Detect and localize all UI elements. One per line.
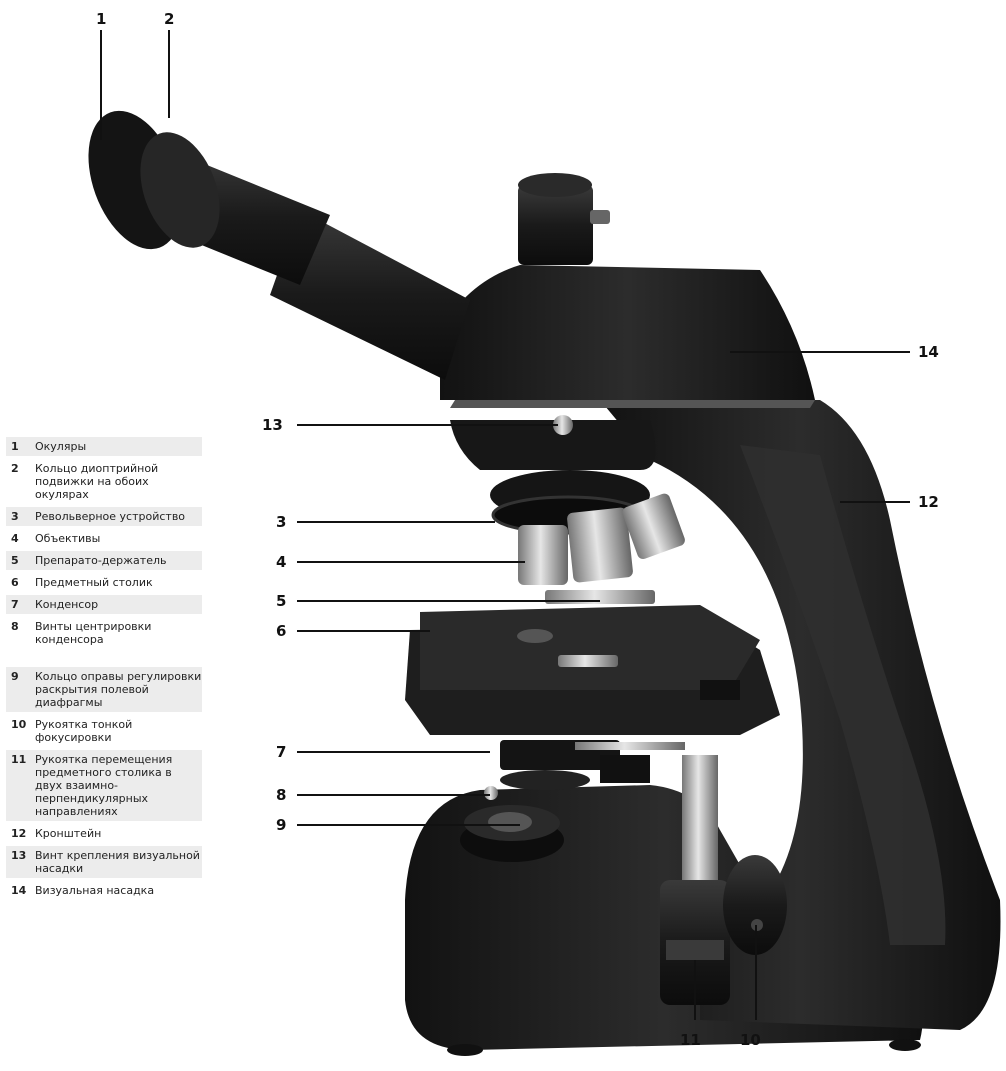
callout-10: 10: [740, 1031, 761, 1049]
legend-number: 10: [11, 718, 35, 731]
legend-item-2: 2Кольцо диоптрийной подвижки на обоих ок…: [6, 459, 202, 504]
legend-number: 7: [11, 598, 35, 611]
legend-item-10: 10Рукоятка тонкой фокусировки: [6, 715, 202, 747]
legend-item-12: 12Кронштейн: [6, 824, 202, 843]
callout-3: 3: [276, 513, 286, 531]
legend-text: Кольцо диоптрийной подвижки на обоих оку…: [35, 462, 202, 501]
legend-number: 5: [11, 554, 35, 567]
legend-number: 14: [11, 884, 35, 897]
legend-number: 8: [11, 620, 35, 633]
callout-5: 5: [276, 592, 286, 610]
callout-14: 14: [918, 343, 939, 361]
callout-12: 12: [918, 493, 939, 511]
callout-4: 4: [276, 553, 286, 571]
microscope-illustration: [71, 98, 1001, 1056]
callout-11: 11: [680, 1031, 701, 1049]
legend-item-14: 14Визуальная насадка: [6, 881, 202, 900]
legend-text: Кольцо оправы регулировки раскрытия поле…: [35, 670, 202, 709]
callout-1: 1: [96, 10, 106, 28]
legend-text: Визуальная насадка: [35, 884, 202, 897]
legend-text: Конденсор: [35, 598, 202, 611]
legend-text: Кронштейн: [35, 827, 202, 840]
legend-text: Револьверное устройство: [35, 510, 202, 523]
legend-text: Окуляры: [35, 440, 202, 453]
legend-text: Объективы: [35, 532, 202, 545]
legend-item-1: 1Окуляры: [6, 437, 202, 456]
legend-text: Винт крепления визуальной насадки: [35, 849, 202, 875]
legend-item-3: 3Револьверное устройство: [6, 507, 202, 526]
legend-item-8: 8Винты центрировки конденсора: [6, 617, 202, 649]
legend-item-6: 6Предметный столик: [6, 573, 202, 592]
legend-number: 6: [11, 576, 35, 589]
legend-item-11: 11Рукоятка перемещения предметного столи…: [6, 750, 202, 821]
legend-number: 1: [11, 440, 35, 453]
legend-item-9: 9Кольцо оправы регулировки раскрытия пол…: [6, 667, 202, 712]
legend-item-5: 5Препарато-держатель: [6, 551, 202, 570]
callout-13: 13: [262, 416, 283, 434]
legend-text: Винты центрировки конденсора: [35, 620, 202, 646]
legend-number: 2: [11, 462, 35, 475]
legend-number: 12: [11, 827, 35, 840]
callout-6: 6: [276, 622, 286, 640]
legend-item-4: 4Объективы: [6, 529, 202, 548]
callout-9: 9: [276, 816, 286, 834]
parts-legend: 1Окуляры 2Кольцо диоптрийной подвижки на…: [6, 437, 202, 903]
callout-2: 2: [164, 10, 174, 28]
legend-number: 11: [11, 753, 35, 766]
legend-item-7: 7Конденсор: [6, 595, 202, 614]
legend-number: 13: [11, 849, 35, 862]
legend-number: 3: [11, 510, 35, 523]
legend-number: 4: [11, 532, 35, 545]
callout-7: 7: [276, 743, 286, 761]
legend-text: Препарато-держатель: [35, 554, 202, 567]
legend-text: Рукоятка тонкой фокусировки: [35, 718, 202, 744]
legend-text: Рукоятка перемещения предметного столика…: [35, 753, 202, 818]
callout-8: 8: [276, 786, 286, 804]
legend-item-13: 13Винт крепления визуальной насадки: [6, 846, 202, 878]
legend-number: 9: [11, 670, 35, 683]
legend-text: Предметный столик: [35, 576, 202, 589]
